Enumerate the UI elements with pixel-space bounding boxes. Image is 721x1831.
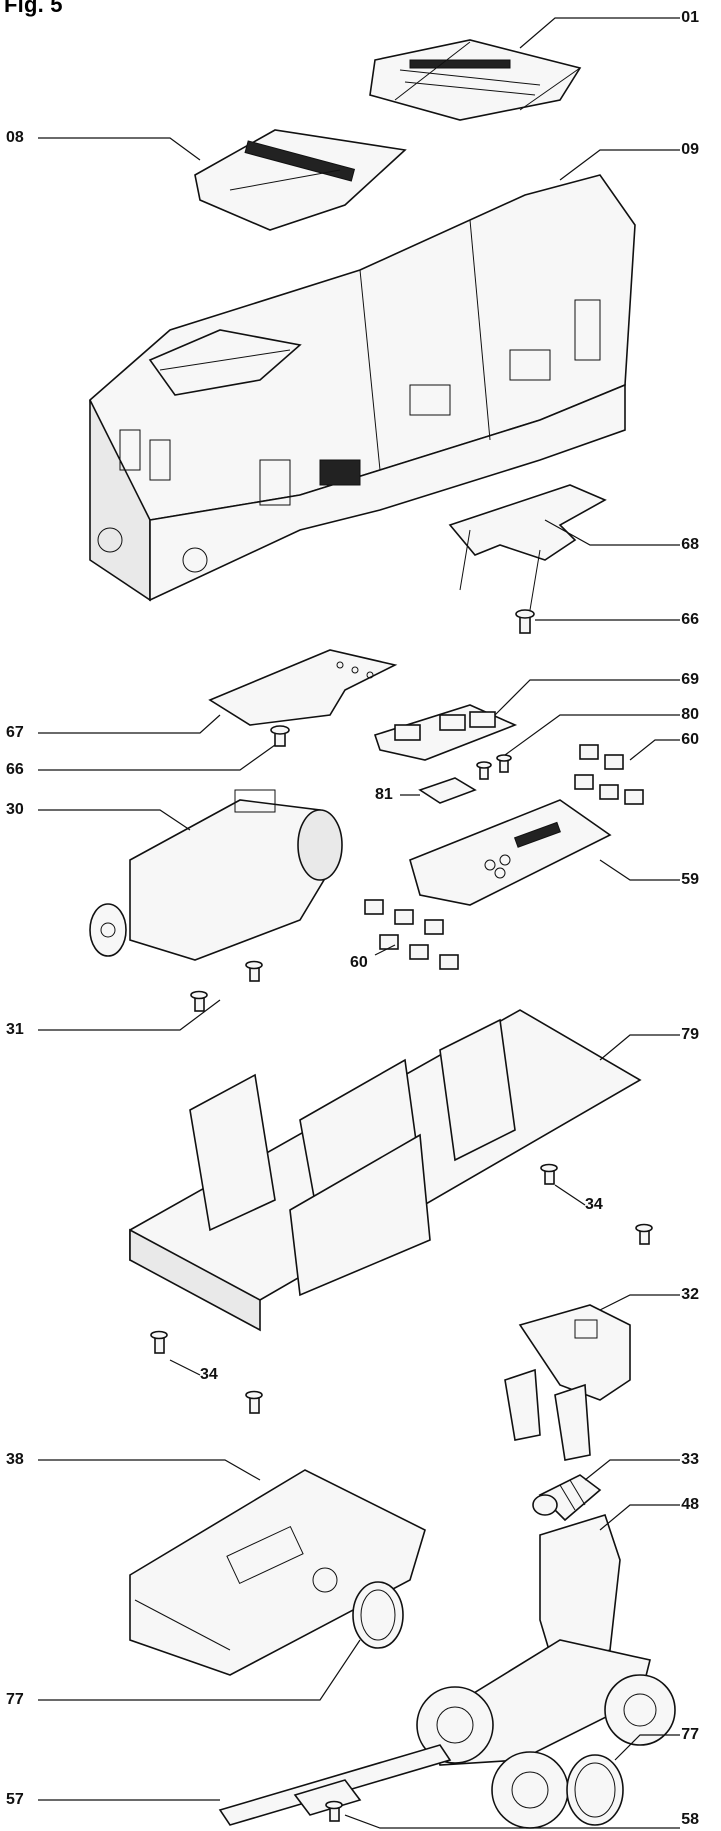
callout-08: 08	[6, 129, 24, 146]
callout-01: 01	[681, 9, 699, 26]
leader-69	[494, 679, 680, 716]
callout-80: 80	[681, 706, 699, 723]
leader-48	[599, 1504, 680, 1531]
light-board-67	[208, 649, 398, 726]
callout-77-left: 77	[6, 1691, 24, 1708]
leader-34-right	[554, 1184, 586, 1206]
callout-66-upper: 66	[681, 611, 699, 628]
traction-tyre-77-right	[566, 1754, 624, 1826]
callout-67: 67	[6, 724, 24, 741]
leader-01	[519, 17, 680, 49]
light-board-68	[448, 484, 607, 611]
screw-66-lower	[270, 725, 290, 747]
callout-31: 31	[6, 1021, 24, 1038]
leader-30	[38, 809, 191, 831]
leader-77-right	[614, 1734, 680, 1761]
leader-09	[559, 149, 680, 181]
leader-59	[599, 859, 680, 881]
part-81	[418, 777, 477, 804]
screws-80	[476, 754, 512, 780]
leader-77-left	[38, 1639, 361, 1701]
callout-60-lower: 60	[350, 954, 368, 971]
traction-tyre-77-left	[352, 1581, 404, 1649]
leader-66-lower	[38, 744, 276, 771]
roof-hatch	[194, 129, 407, 231]
callout-58: 58	[681, 1811, 699, 1828]
main-board-59	[409, 799, 612, 906]
leader-31	[38, 999, 221, 1031]
callout-34-left: 34	[200, 1366, 218, 1383]
bracket-32	[504, 1304, 631, 1461]
components-60-upper	[574, 744, 644, 805]
screws-34-left	[150, 1330, 263, 1414]
leader-58	[344, 1814, 680, 1829]
pantograph-top	[369, 39, 582, 121]
callout-66-lower: 66	[6, 761, 24, 778]
callout-59: 59	[681, 871, 699, 888]
callout-34-right: 34	[585, 1196, 603, 1213]
leader-68	[544, 519, 680, 546]
leader-32	[599, 1294, 680, 1311]
motor-30	[89, 789, 343, 961]
callout-48: 48	[681, 1496, 699, 1513]
leader-79	[599, 1034, 680, 1061]
callout-68: 68	[681, 536, 699, 553]
locomotive-body	[89, 174, 636, 602]
screw-58	[325, 1800, 343, 1822]
leader-34-left	[169, 1359, 201, 1376]
callout-79: 79	[681, 1026, 699, 1043]
worm-gear-33	[532, 1474, 602, 1522]
callout-60-upper: 60	[681, 731, 699, 748]
leader-67	[38, 714, 221, 734]
screws-31	[190, 960, 263, 1012]
callout-33: 33	[681, 1451, 699, 1468]
components-60-lower	[364, 899, 459, 970]
leader-60-lower	[374, 944, 396, 956]
bogie-frame-38	[129, 1469, 426, 1676]
callout-77-right: 77	[681, 1726, 699, 1743]
decoder-module-69	[373, 704, 518, 761]
leader-80	[504, 714, 680, 756]
callout-38: 38	[6, 1451, 24, 1468]
figure-title: Fig. 5	[4, 0, 63, 17]
bogie-48	[416, 1514, 676, 1829]
screws-34-right	[540, 1163, 653, 1245]
leader-08	[38, 137, 201, 161]
contact-strip-57	[218, 1744, 452, 1826]
screw-66-upper	[515, 609, 535, 634]
leader-60-upper	[629, 739, 680, 761]
leader-38	[38, 1459, 261, 1481]
callout-09: 09	[681, 141, 699, 158]
callout-32: 32	[681, 1286, 699, 1303]
chassis-79	[129, 1009, 642, 1332]
callout-81: 81	[375, 786, 393, 803]
callout-30: 30	[6, 801, 24, 818]
callout-69: 69	[681, 671, 699, 688]
callout-57: 57	[6, 1791, 24, 1808]
leader-33	[584, 1459, 680, 1481]
